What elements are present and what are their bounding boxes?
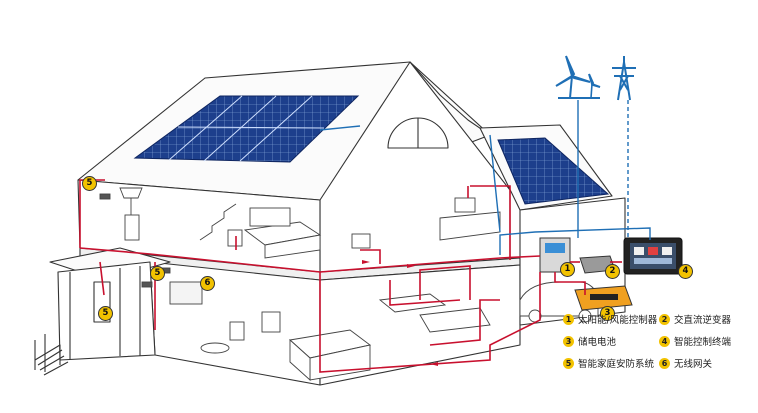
ground-tv <box>169 281 203 305</box>
callout-battery: 3 <box>600 306 615 321</box>
callout-terminal: 4 <box>678 264 693 279</box>
smart-control-terminal <box>623 237 683 275</box>
legend-item: 2 交直流逆变器 <box>659 312 731 326</box>
security-camera <box>141 281 153 288</box>
callout-controller: 1 <box>560 262 575 277</box>
upper-stairs <box>199 203 237 241</box>
lamp <box>119 187 143 199</box>
legend-badge: 5 <box>563 357 574 369</box>
legend-label: 智能家庭安防系统 <box>578 359 655 370</box>
signal-wiring <box>319 100 651 255</box>
legend-label: 储电电池 <box>578 337 617 348</box>
wind-turbine-icon <box>555 55 601 99</box>
callout-security-door: 5 <box>98 306 113 321</box>
legend-item: 4 智能控制终端 <box>659 334 731 348</box>
legend-badge: 4 <box>659 335 670 347</box>
legend-label: 无线网关 <box>674 359 713 370</box>
bed <box>243 207 322 259</box>
legend-label: 交直流逆变器 <box>674 315 732 326</box>
flow-arrows <box>362 260 438 366</box>
legend-item: 1 太阳能/风能控制器 <box>563 312 657 326</box>
legend-label: 智能控制终端 <box>674 337 732 348</box>
porch-stairs <box>34 334 69 376</box>
callout-gateway: 6 <box>200 276 215 291</box>
callout-inverter: 2 <box>605 264 620 279</box>
solar-panel-main <box>133 95 360 163</box>
security-camera <box>99 193 111 200</box>
legend-badge: 2 <box>659 313 670 325</box>
legend-badge: 6 <box>659 357 670 369</box>
legend-badge: 3 <box>563 335 574 347</box>
callout-security-upper: 5 <box>82 176 97 191</box>
legend-badge: 1 <box>563 313 574 325</box>
power-tower-icon <box>612 56 636 101</box>
storage-battery <box>574 285 633 311</box>
solar-panel-garage <box>497 137 610 205</box>
legend-label: 太阳能/风能控制器 <box>578 315 658 326</box>
legend-item: 6 无线网关 <box>659 356 712 370</box>
callout-security-mid: 5 <box>150 266 165 281</box>
legend: 1 太阳能/风能控制器 2 交直流逆变器 3 储电电池 4 智能控制终端 5 智… <box>563 312 758 382</box>
power-wiring <box>79 179 622 373</box>
legend-item: 5 智能家庭安防系统 <box>563 356 654 370</box>
coffee-table <box>200 342 230 354</box>
legend-item: 3 储电电池 <box>563 334 616 348</box>
